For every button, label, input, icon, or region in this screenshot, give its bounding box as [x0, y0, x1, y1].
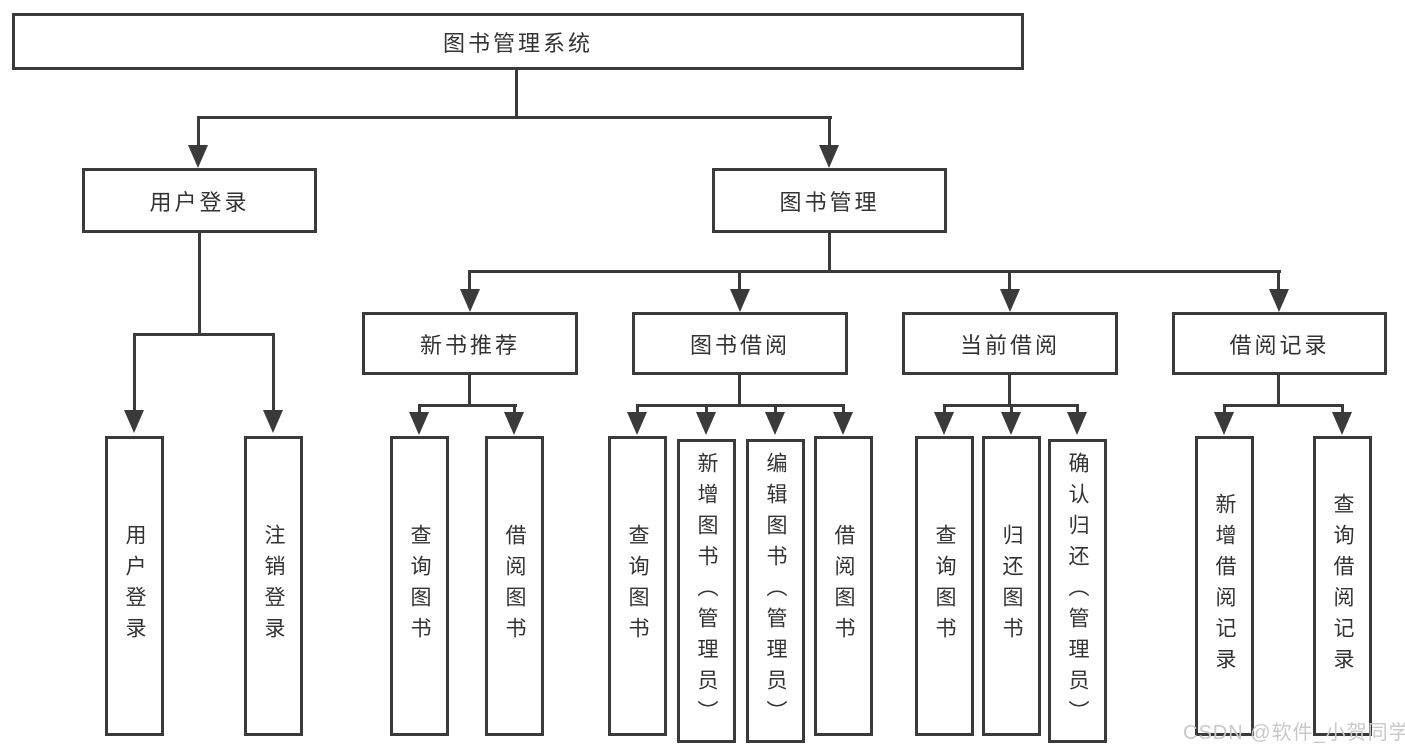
connector-line	[1223, 404, 1344, 407]
arrow-down-icon	[730, 289, 750, 312]
connector-line	[705, 404, 708, 414]
connector-line	[828, 232, 831, 273]
leaf-add-borrow-record: 新增借阅记录	[1195, 436, 1254, 736]
connector-line	[1008, 374, 1011, 407]
leaf-borrow-books-borrowing: 借阅图书	[814, 436, 873, 736]
connector-line	[1341, 404, 1344, 414]
arrow-down-icon	[188, 145, 208, 168]
node-new-book-recommend: 新书推荐	[362, 312, 578, 375]
node-borrow-records: 借阅记录	[1172, 312, 1387, 375]
node-user-login: 用户登录	[82, 168, 317, 233]
connector-line	[468, 270, 1281, 273]
leaf-query-books-borrowing: 查询图书	[608, 436, 667, 736]
connector-line	[738, 270, 741, 291]
node-book-management: 图书管理	[712, 168, 947, 233]
connector-line	[943, 404, 946, 414]
leaf-query-borrow-record: 查询借阅记录	[1313, 436, 1372, 736]
connector-line	[1008, 270, 1011, 291]
connector-line	[1277, 374, 1280, 407]
watermark: CSDN @软件_小贺同学	[1183, 722, 1405, 744]
connector-line	[418, 404, 517, 407]
leaf-borrow-books-recommend: 借阅图书	[485, 436, 544, 736]
connector-line	[197, 116, 832, 119]
arrow-down-icon	[934, 412, 954, 435]
connector-line	[828, 116, 831, 147]
connector-line	[133, 333, 275, 336]
node-book-borrowing: 图书借阅	[632, 312, 848, 375]
connector-line	[272, 333, 275, 411]
leaf-add-book-admin: 新增图书（管理员）	[677, 439, 736, 743]
arrow-down-icon	[1001, 412, 1021, 435]
leaf-user-login: 用户登录	[105, 436, 164, 736]
leaf-logout: 注销登录	[244, 436, 303, 736]
connector-line	[1223, 404, 1226, 414]
leaf-query-books-current: 查询图书	[915, 436, 974, 736]
arrow-down-icon	[124, 410, 144, 433]
connector-line	[513, 404, 516, 414]
connector-line	[1010, 404, 1013, 414]
arrow-down-icon	[1067, 412, 1087, 435]
connector-line	[842, 404, 845, 414]
arrow-down-icon	[409, 412, 429, 435]
connector-line	[197, 116, 200, 147]
arrow-down-icon	[504, 412, 524, 435]
arrow-down-icon	[1332, 412, 1352, 435]
connector-line	[774, 404, 777, 414]
arrow-down-icon	[263, 410, 283, 433]
connector-line	[418, 404, 421, 414]
connector-line	[1277, 270, 1280, 291]
leaf-query-books-recommend: 查询图书	[390, 436, 449, 736]
connector-line	[1076, 404, 1079, 414]
connector-line	[636, 404, 639, 414]
leaf-return-book: 归还图书	[982, 436, 1041, 736]
node-library-system: 图书管理系统	[12, 13, 1024, 70]
connector-line	[468, 374, 471, 407]
arrow-down-icon	[1000, 289, 1020, 312]
arrow-down-icon	[627, 412, 647, 435]
leaf-edit-book-admin: 编辑图书（管理员）	[746, 439, 805, 743]
connector-line	[636, 404, 845, 407]
arrow-down-icon	[819, 145, 839, 168]
arrow-down-icon	[1269, 289, 1289, 312]
connector-line	[468, 270, 471, 291]
arrow-down-icon	[460, 289, 480, 312]
connector-line	[198, 232, 201, 336]
connector-line	[133, 333, 136, 411]
arrow-down-icon	[1214, 412, 1234, 435]
node-current-borrowing: 当前借阅	[902, 312, 1118, 375]
connector-line	[515, 69, 518, 119]
connector-line	[738, 374, 741, 407]
arrow-down-icon	[833, 412, 853, 435]
arrow-down-icon	[696, 412, 716, 435]
arrow-down-icon	[765, 412, 785, 435]
leaf-confirm-return-admin: 确认归还（管理员）	[1048, 439, 1107, 743]
